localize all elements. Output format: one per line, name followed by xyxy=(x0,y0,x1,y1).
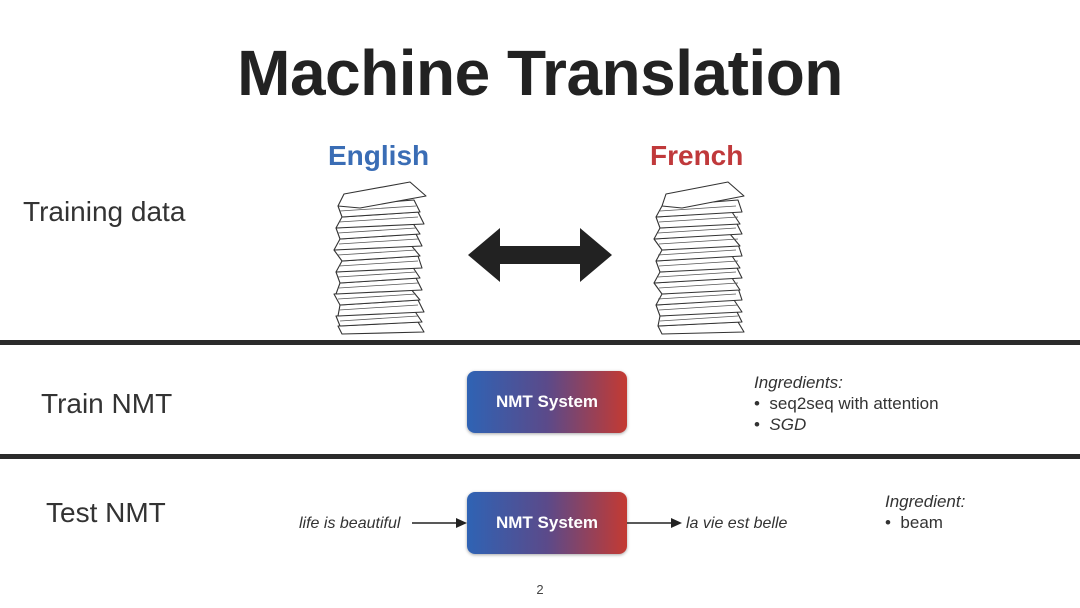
divider-top xyxy=(0,340,1080,345)
french-label: French xyxy=(650,140,744,171)
test-nmt-label: Test NMT xyxy=(46,497,166,528)
train-nmt-system-box: NMT System xyxy=(467,371,627,433)
train-nmt-label: Train NMT xyxy=(41,388,173,419)
train-ingredient-item: • seq2seq with attention xyxy=(754,394,939,413)
english-label: English xyxy=(328,140,430,171)
english-paper-stack-icon xyxy=(333,181,427,335)
output-arrow-icon xyxy=(627,518,682,528)
test-input-text: life is beautiful xyxy=(299,515,401,532)
test-nmt-system-box: NMT System xyxy=(467,492,627,554)
train-ingredients-title: Ingredients: xyxy=(754,373,843,392)
slide-title: Machine Translation xyxy=(237,37,843,109)
page-number: 2 xyxy=(536,582,544,597)
training-data-label: Training data xyxy=(23,196,186,227)
test-output-text: la vie est belle xyxy=(686,515,788,532)
train-ingredient-item: • SGD xyxy=(754,415,807,434)
double-arrow-icon xyxy=(468,228,612,282)
french-paper-stack-icon xyxy=(653,181,745,335)
input-arrow-icon xyxy=(412,518,467,528)
test-ingredient-item: • beam xyxy=(885,513,943,532)
divider-bottom xyxy=(0,454,1080,459)
test-ingredient-title: Ingredient: xyxy=(885,492,966,511)
